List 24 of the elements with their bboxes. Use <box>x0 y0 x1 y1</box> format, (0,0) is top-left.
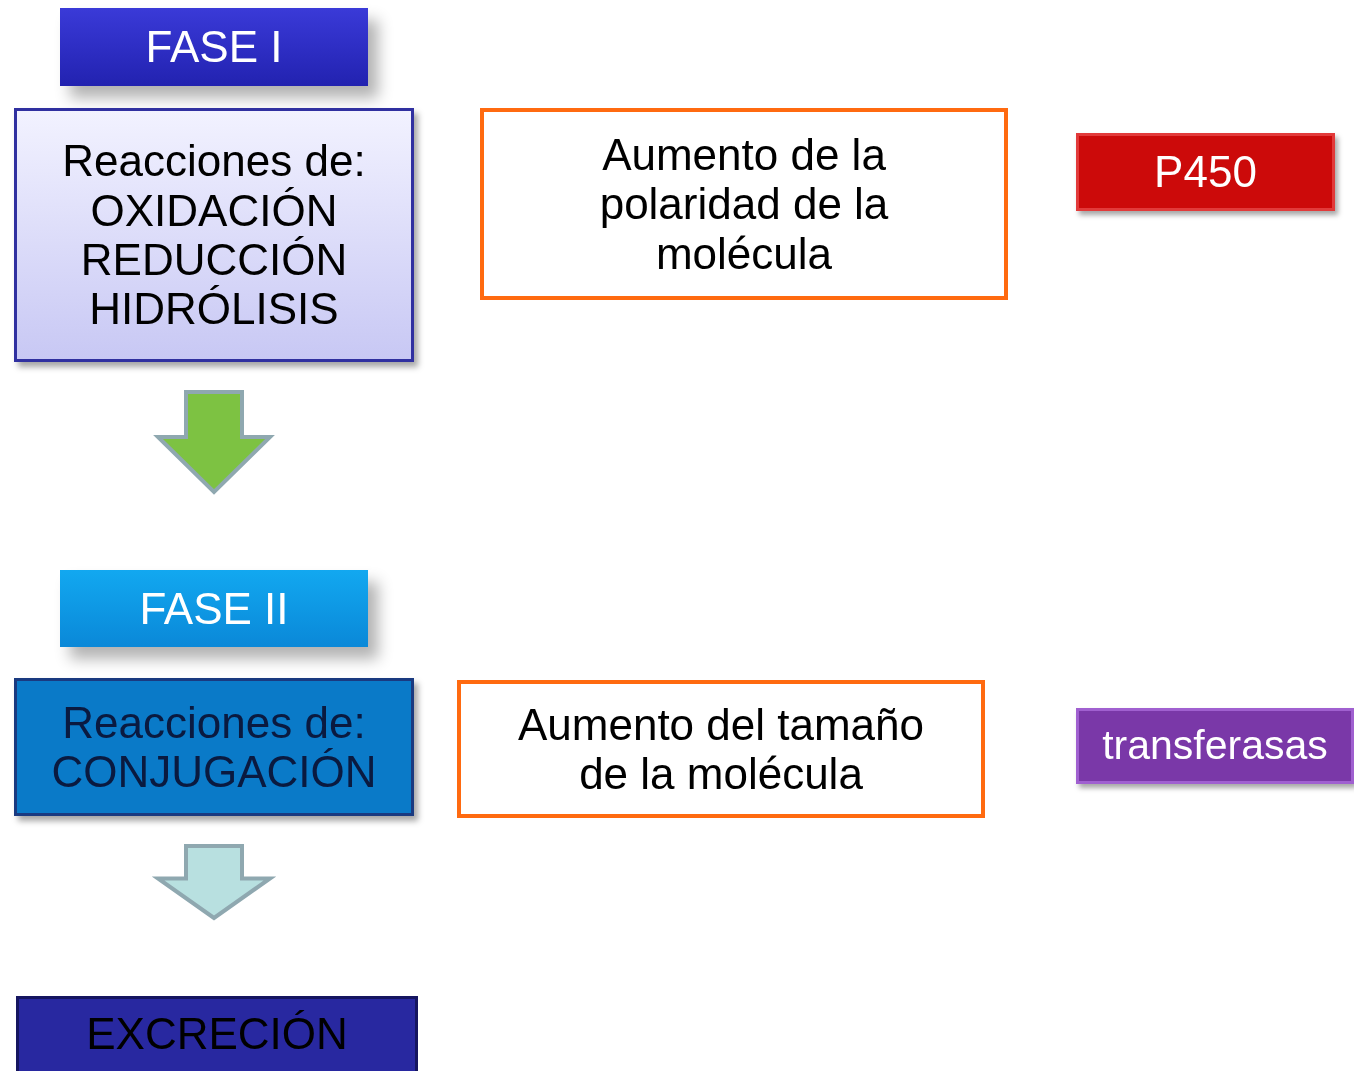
block-arrow <box>153 390 275 495</box>
text-line: CONJUGACIÓN <box>51 747 377 797</box>
text-line: OXIDACIÓN <box>90 185 338 235</box>
box-label: FASE II <box>139 583 289 634</box>
excretion-box <box>16 996 418 1071</box>
box-label: Aumento de la polaridad de la molécula <box>598 130 890 278</box>
box-label: Aumento del tamaño de la molécula <box>516 699 925 799</box>
effect-box <box>480 108 1008 300</box>
text-line: HIDRÓLISIS <box>89 284 339 334</box>
text-line: REDUCCIÓN <box>80 235 348 285</box>
enzyme-box <box>1076 708 1354 784</box>
box-label: P450 <box>1154 147 1257 197</box>
box-label: transferasas <box>1102 723 1328 769</box>
text-line: Reacciones de: <box>62 697 366 747</box>
box-label: EXCRECIÓN <box>86 1009 348 1059</box>
text-line: Reacciones de: <box>62 136 366 186</box>
block-arrow <box>151 844 277 921</box>
reaction-box <box>14 108 414 362</box>
box-label: FASE I <box>145 22 283 72</box>
enzyme-box <box>1076 133 1335 211</box>
effect-box <box>457 680 985 818</box>
phase-header <box>60 570 368 647</box>
reaction-box <box>14 678 414 816</box>
phase-header <box>60 8 368 86</box>
